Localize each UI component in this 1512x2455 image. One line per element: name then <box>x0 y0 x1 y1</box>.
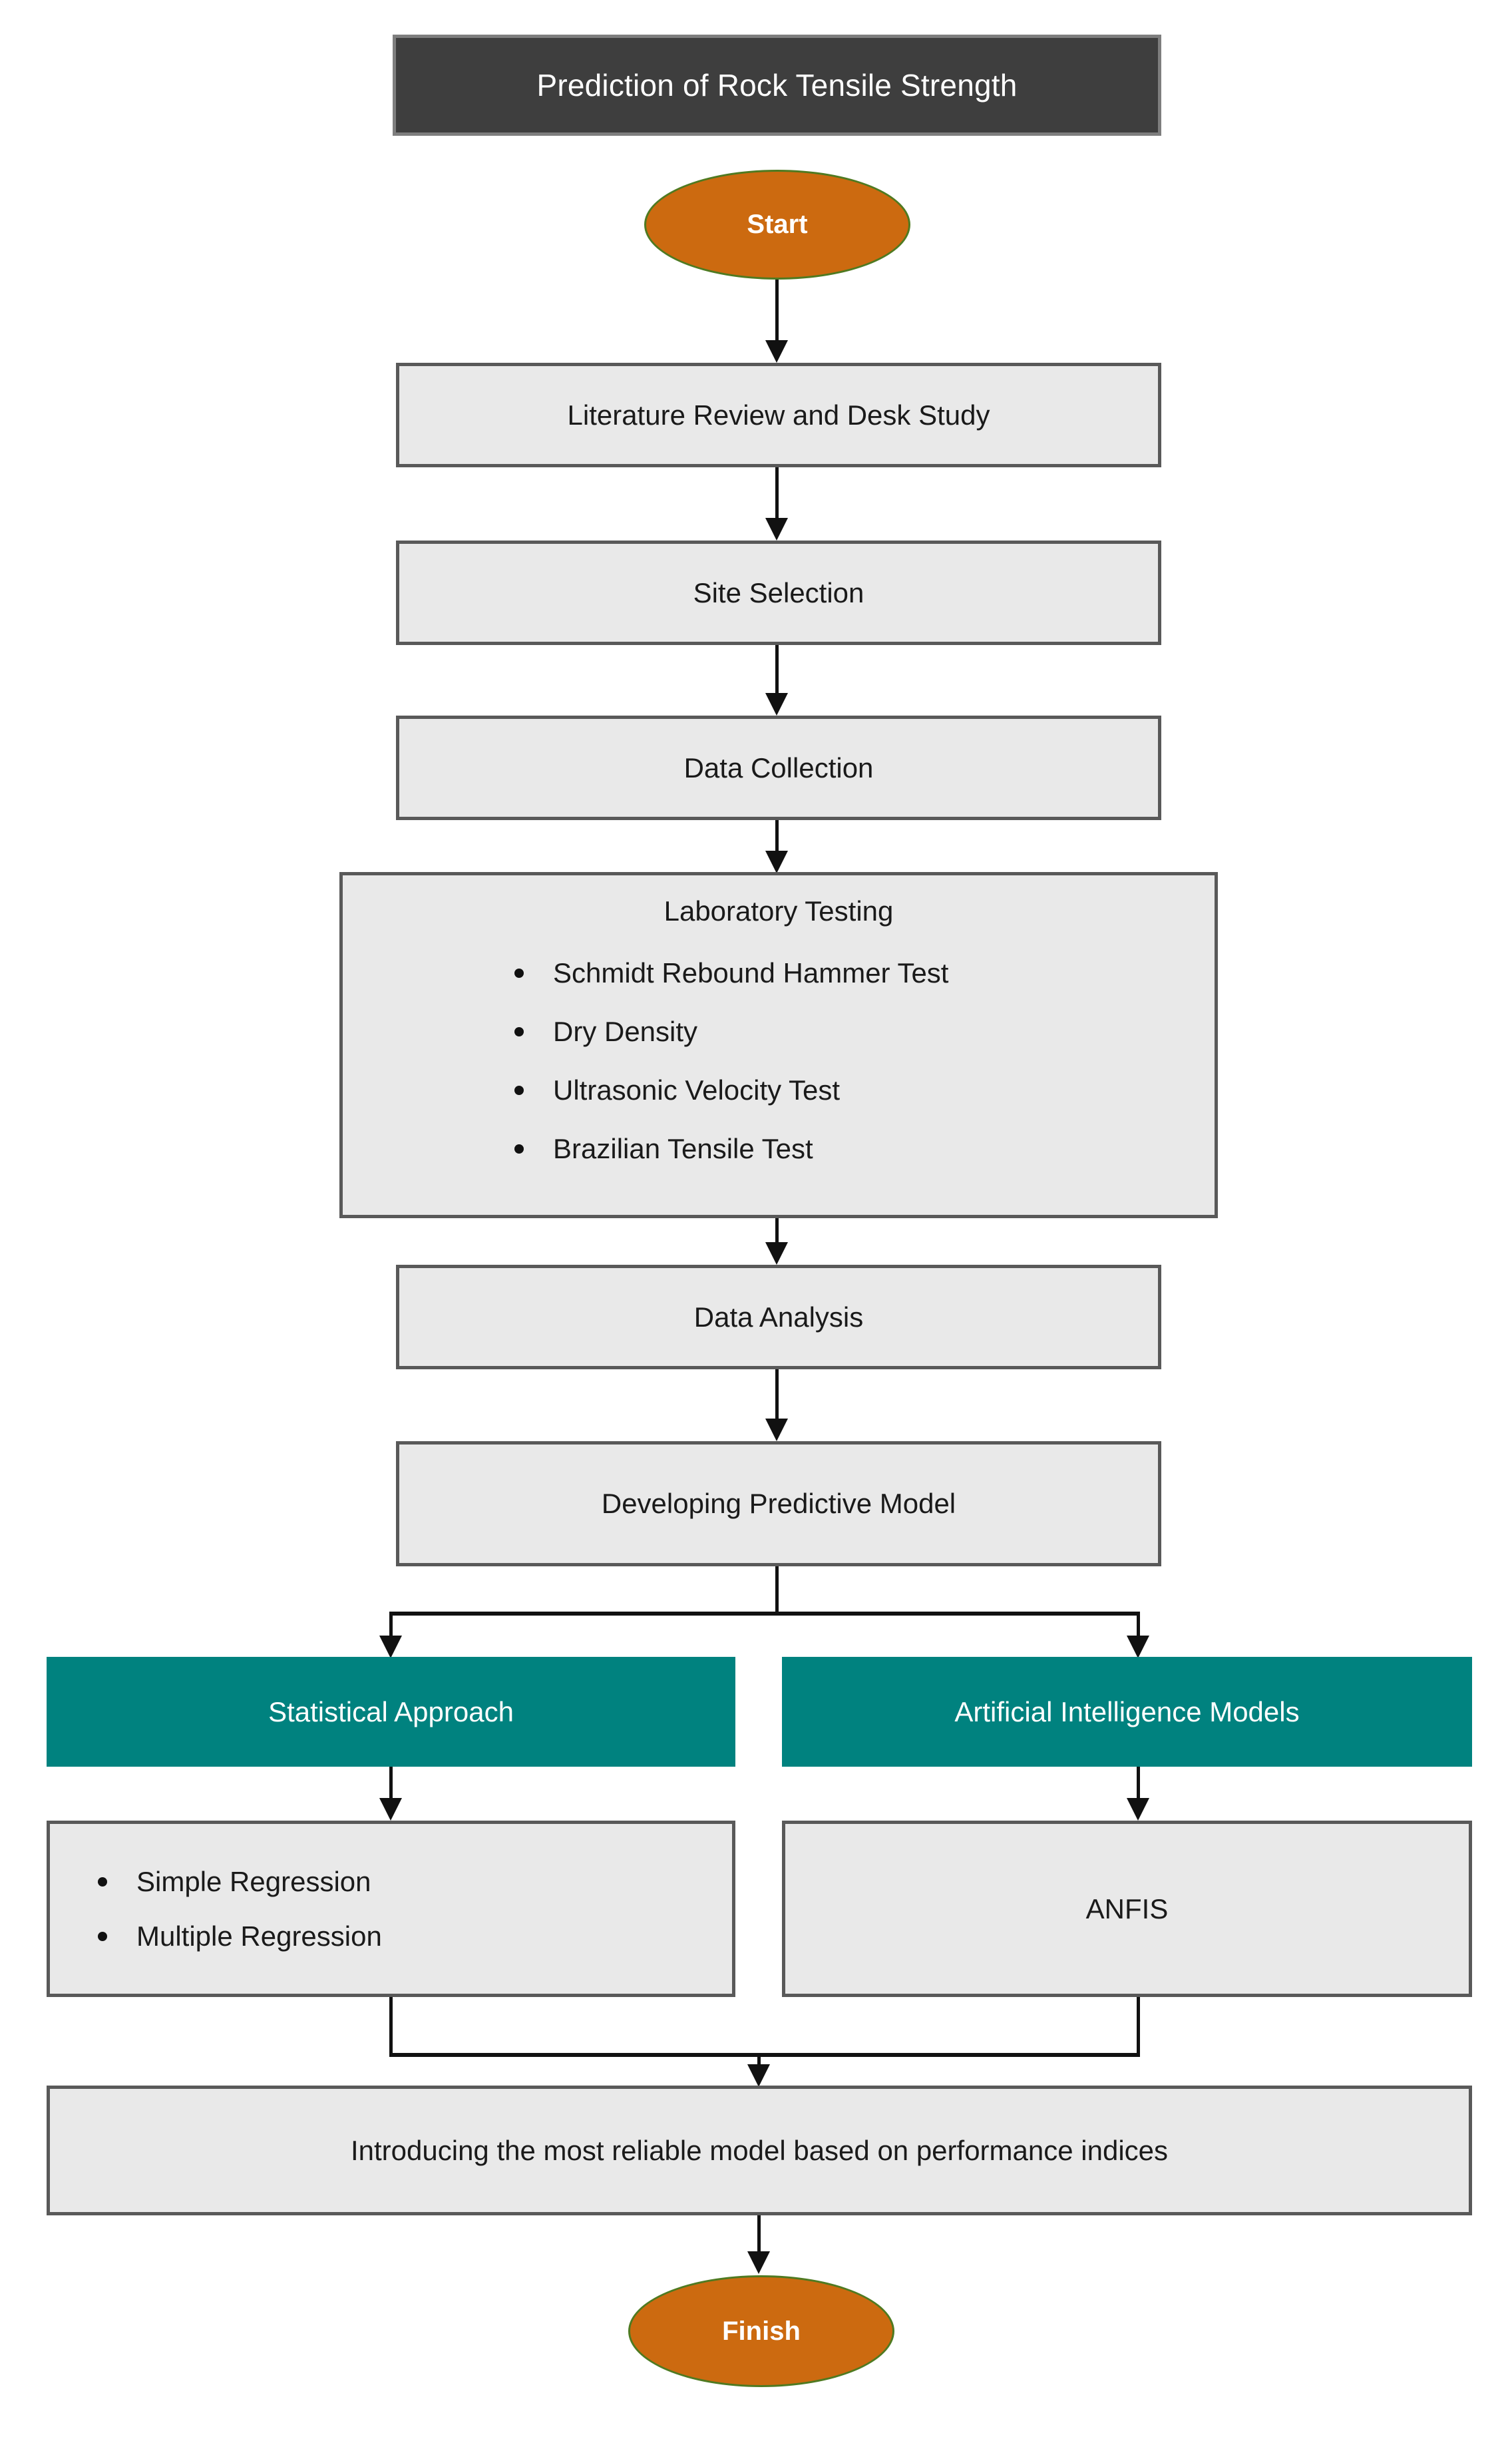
connector-merge-bar <box>389 2053 1140 2057</box>
connector-ai-to-anfis <box>1137 1767 1140 1800</box>
node-final-conclusion-label: Introducing the most reliable model base… <box>350 2134 1169 2166</box>
list-item: Schmidt Rebound Hammer Test <box>514 959 1215 987</box>
connector-statistical-to-regression <box>389 1767 393 1800</box>
node-laboratory-testing-heading: Laboratory Testing <box>663 895 894 927</box>
node-data-analysis-label: Data Analysis <box>693 1301 864 1333</box>
node-laboratory-testing: Laboratory Testing Schmidt Rebound Hamme… <box>339 872 1218 1218</box>
arrowhead-data-collection-to-lab <box>765 851 788 873</box>
list-item: Simple Regression <box>98 1867 732 1896</box>
node-literature-review: Literature Review and Desk Study <box>396 363 1161 467</box>
arrowhead-start-to-literature <box>765 340 788 363</box>
connector-start-to-literature <box>775 280 779 341</box>
node-developing-predictive-model: Developing Predictive Model <box>396 1441 1161 1566</box>
connector-lab-to-analysis <box>775 1218 779 1245</box>
arrowhead-analysis-to-predictive <box>765 1419 788 1441</box>
node-site-selection: Site Selection <box>396 541 1161 645</box>
connector-data-collection-to-lab <box>775 820 779 852</box>
connector-split-left-drop <box>389 1612 393 1638</box>
node-literature-review-label: Literature Review and Desk Study <box>567 399 990 431</box>
arrowhead-merge-to-final <box>747 2064 770 2087</box>
connector-site-to-data-collection <box>775 645 779 694</box>
list-item: Multiple Regression <box>98 1922 732 1950</box>
connector-predictive-split-bar <box>389 1612 1140 1616</box>
node-data-analysis: Data Analysis <box>396 1265 1161 1369</box>
connector-merge-stem <box>757 2053 761 2068</box>
node-ai-models: Artificial Intelligence Models <box>782 1657 1472 1767</box>
node-statistical-approach: Statistical Approach <box>47 1657 735 1767</box>
arrowhead-lab-to-analysis <box>765 1242 788 1265</box>
connector-merge-left-drop <box>389 1997 393 2057</box>
arrowhead-ai-to-anfis <box>1127 1798 1149 1821</box>
node-data-collection: Data Collection <box>396 716 1161 820</box>
laboratory-testing-list: Schmidt Rebound Hammer Test Dry Density … <box>514 959 1215 1163</box>
node-data-collection-label: Data Collection <box>683 752 874 783</box>
node-finish: Finish <box>628 2275 894 2387</box>
arrowhead-site-to-data-collection <box>765 693 788 716</box>
node-finish-label: Finish <box>722 2316 801 2346</box>
connector-split-right-drop <box>1137 1612 1140 1638</box>
node-developing-predictive-model-label: Developing Predictive Model <box>601 1488 956 1520</box>
diagram-title: Prediction of Rock Tensile Strength <box>536 68 1018 103</box>
arrowhead-statistical-to-regression <box>379 1798 402 1821</box>
node-anfis: ANFIS <box>782 1821 1472 1997</box>
connector-merge-right-drop <box>1137 1997 1140 2057</box>
node-regression-methods: Simple Regression Multiple Regression <box>47 1821 735 1997</box>
node-final-conclusion: Introducing the most reliable model base… <box>47 2086 1472 2215</box>
regression-methods-list: Simple Regression Multiple Regression <box>98 1867 732 1950</box>
node-start: Start <box>644 170 910 280</box>
list-item: Ultrasonic Velocity Test <box>514 1076 1215 1104</box>
arrowhead-final-to-finish <box>747 2251 770 2274</box>
list-item: Brazilian Tensile Test <box>514 1135 1215 1163</box>
arrowhead-split-to-statistical <box>379 1636 402 1658</box>
node-start-label: Start <box>747 210 808 239</box>
node-site-selection-label: Site Selection <box>693 576 864 608</box>
node-statistical-approach-label: Statistical Approach <box>268 1695 514 1727</box>
connector-analysis-to-predictive <box>775 1369 779 1419</box>
connector-literature-to-site <box>775 467 779 519</box>
node-ai-models-label: Artificial Intelligence Models <box>954 1695 1300 1727</box>
diagram-title-banner: Prediction of Rock Tensile Strength <box>393 35 1161 136</box>
list-item: Dry Density <box>514 1018 1215 1046</box>
connector-final-to-finish <box>757 2215 761 2253</box>
arrowhead-literature-to-site <box>765 518 788 541</box>
arrowhead-split-to-ai <box>1127 1636 1149 1658</box>
connector-predictive-split-stem <box>775 1566 779 1614</box>
node-anfis-label: ANFIS <box>1085 1893 1169 1924</box>
